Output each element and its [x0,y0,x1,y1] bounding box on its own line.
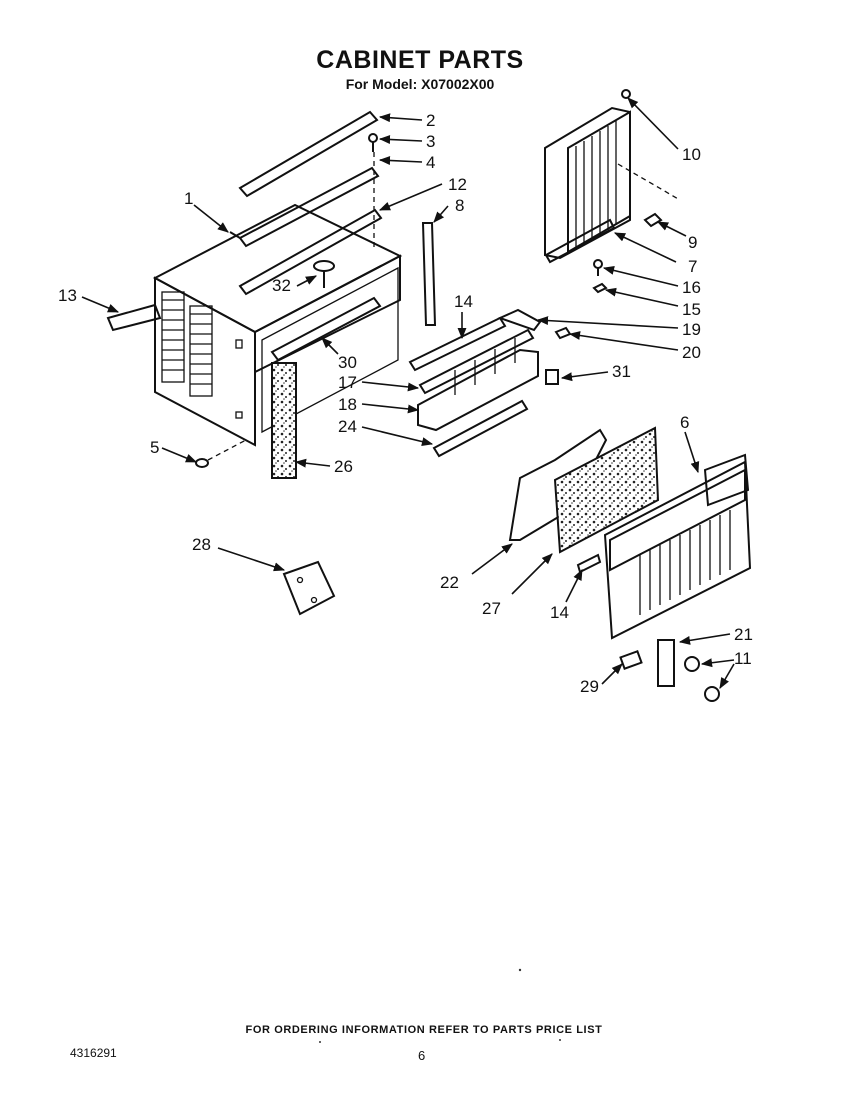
cabinet-shell [152,203,403,447]
callout-31: 31 [612,362,631,381]
callout-18: 18 [338,395,357,414]
callout-7: 7 [688,257,697,276]
callout-9: 9 [688,233,697,252]
bracket-21 [657,639,675,687]
callout-5: 5 [150,438,159,457]
page-number: 6 [418,1048,426,1063]
top-rail [238,110,379,198]
knob-29 [619,650,643,670]
leader-lines [81,97,735,689]
callout-14a: 14 [454,292,473,311]
callout-8: 8 [455,196,464,215]
callout-11: 11 [734,649,752,668]
clip-9 [643,212,663,228]
mounting-bracket-28 [282,560,336,616]
callout-27: 27 [482,599,501,618]
callout-2: 2 [426,111,435,130]
callout-15: 15 [682,300,701,319]
foam-gasket [271,362,297,479]
callout-12: 12 [448,175,467,194]
callout-16: 16 [682,278,701,297]
condenser-coil [544,89,681,264]
callout-21: 21 [734,625,753,644]
page-title: CABINET PARTS [316,46,524,74]
wire-frame-22 [508,428,608,541]
callout-24: 24 [338,417,357,436]
bracket-17 [418,328,535,395]
latch-19 [497,308,542,332]
callout-26: 26 [334,457,353,476]
callout-17: 17 [338,373,357,392]
callout-14c: 14 [550,603,569,622]
screw-5 [195,439,247,468]
callout-13: 13 [58,286,77,305]
callout-30: 30 [338,353,357,372]
plug [313,260,335,288]
top-channel [238,166,380,248]
filter-27 [553,426,660,554]
callout-4: 4 [426,153,435,172]
side-rail [106,303,162,332]
callout-32: 32 [272,276,291,295]
document-number: 4316291 [70,1046,117,1060]
support-18 [417,338,539,432]
callout-29: 29 [580,677,599,696]
callout-28: 28 [192,535,211,554]
callout-10: 10 [682,145,701,164]
callout-labels: 1 2 3 4 12 8 13 32 30 5 26 14 17 18 24 1… [58,111,753,696]
callout-1: 1 [184,189,193,208]
screw-16 [593,259,603,276]
mid-rail [238,208,383,296]
callout-3: 3 [426,132,435,151]
callout-22: 22 [440,573,459,592]
clip-31 [545,369,559,385]
clip-20 [554,326,572,340]
knob-11 [684,656,720,702]
front-panel [603,453,752,640]
screw [368,133,378,152]
ordering-note: FOR ORDERING INFORMATION REFER TO PARTS … [245,1024,603,1036]
callout-6: 6 [680,413,689,432]
vertical-bracket [421,222,437,326]
callout-20: 20 [682,343,701,362]
rail-24 [432,399,529,458]
clip-15 [592,282,608,294]
lower-rail [270,296,382,362]
bracket-14c [576,553,602,574]
bracket-14 [408,316,507,372]
callout-19: 19 [682,320,701,339]
model-subtitle: For Model: X07002X00 [345,76,495,92]
